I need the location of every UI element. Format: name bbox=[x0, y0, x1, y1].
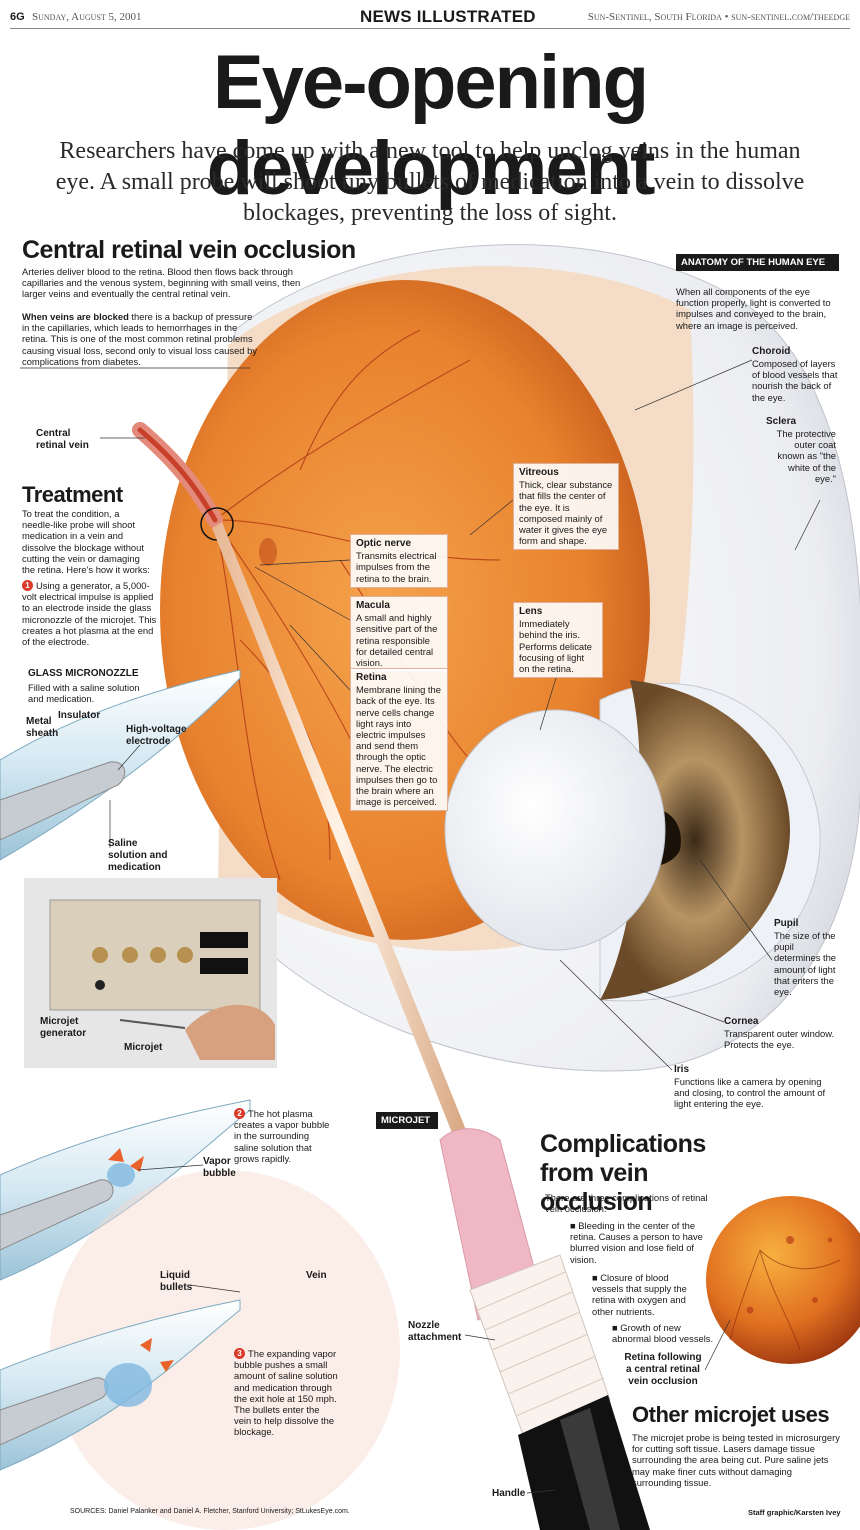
vitreous-title: Vitreous bbox=[519, 467, 559, 478]
staff-credit: Staff graphic/Karsten Ivey bbox=[748, 1508, 841, 1517]
macula-title: Macula bbox=[356, 600, 390, 611]
headline: Eye-opening development bbox=[206, 40, 656, 211]
choroid-callout: Choroid Composed of layers of blood vess… bbox=[752, 346, 840, 403]
metal-sheath-label: Metal sheath bbox=[26, 716, 59, 739]
macula-callout: Macula A small and highly sensitive part… bbox=[350, 596, 448, 673]
step-2-number: 2 bbox=[234, 1108, 245, 1119]
liquid-bullets-label: Liquid bullets bbox=[160, 1270, 193, 1293]
complication-item-1: ■ Bleeding in the center of the retina. … bbox=[570, 1220, 703, 1265]
vitreous-text: Thick, clear substance that fills the ce… bbox=[519, 479, 613, 547]
cornea-text: Transparent outer window. Protects the e… bbox=[724, 1028, 835, 1051]
deck: Researchers have come up with a new tool… bbox=[55, 138, 805, 226]
retina-text: Membrane lining the back of the eye. Its… bbox=[356, 684, 441, 808]
sclera-callout: Sclera The protective outer coat known a… bbox=[766, 416, 836, 484]
step-3-text: The expanding vapor bubble pushes a smal… bbox=[234, 1348, 338, 1438]
choroid-title: Choroid bbox=[752, 346, 791, 357]
pupil-callout: Pupil The size of the pupil determines t… bbox=[774, 918, 840, 997]
publication-date: Sunday, August 5, 2001 bbox=[32, 11, 142, 23]
complication-item-2: ■ Closure of blood vessels that supply t… bbox=[592, 1272, 687, 1317]
central-retinal-vein-label: Central retinal vein bbox=[36, 428, 89, 451]
iris-text: Functions like a camera by opening and c… bbox=[674, 1076, 826, 1110]
generator-label: Microjet generator bbox=[40, 1016, 87, 1039]
treatment-intro: To treat the condition, a needle-like pr… bbox=[22, 508, 150, 576]
nozzle-attachment-label: Nozzle attachment bbox=[408, 1320, 462, 1343]
retina-callout: Retina Membrane lining the back of the e… bbox=[350, 668, 448, 812]
choroid-text: Composed of layers of blood vessels that… bbox=[752, 358, 838, 403]
micronozzle-title: GLASS MICRONOZZLE bbox=[28, 668, 139, 679]
retina-title: Retina bbox=[356, 672, 387, 683]
complication-item-3-text: Growth of new abnormal blood vessels. bbox=[612, 1322, 714, 1345]
cornea-title: Cornea bbox=[724, 1016, 759, 1027]
anatomy-tag: ANATOMY OF THE HUMAN EYE bbox=[676, 254, 839, 271]
iris-callout: Iris Functions like a camera by opening … bbox=[674, 1064, 830, 1110]
publication-source: Sun-Sentinel, South Florida • sun-sentin… bbox=[587, 11, 850, 23]
microjet-tag: MICROJET bbox=[376, 1112, 438, 1129]
micronozzle-desc: Filled with a saline solution and medica… bbox=[28, 682, 140, 705]
sclera-title: Sclera bbox=[766, 416, 797, 427]
complication-item-1-text: Bleeding in the center of the retina. Ca… bbox=[570, 1220, 703, 1265]
crvo-paragraph-1: Arteries deliver blood to the retina. Bl… bbox=[22, 266, 301, 300]
pupil-text: The size of the pupil determines the amo… bbox=[774, 930, 837, 998]
lens-title: Lens bbox=[519, 606, 543, 617]
optic-nerve-text: Transmits electrical impulses from the r… bbox=[356, 550, 437, 584]
step-3-number: 3 bbox=[234, 1348, 245, 1359]
lens-callout: Lens Immediately behind the iris. Perfor… bbox=[513, 602, 603, 679]
lens-text: Immediately behind the iris. Performs de… bbox=[519, 618, 592, 675]
other-uses-title: Other microjet uses bbox=[632, 1402, 830, 1427]
iris-title: Iris bbox=[674, 1064, 690, 1075]
macula-text: A small and highly sensitive part of the… bbox=[356, 612, 438, 669]
crvo-title: Central retinal vein occlusion bbox=[22, 236, 356, 264]
page-number: 6G bbox=[10, 11, 25, 23]
anatomy-intro: When all components of the eye function … bbox=[676, 286, 831, 331]
step-1-number: 1 bbox=[22, 580, 33, 591]
complications-title: Complications from vein occlusion bbox=[540, 1130, 706, 1216]
cornea-callout: Cornea Transparent outer window. Protect… bbox=[724, 1016, 840, 1050]
vapor-bubble-label: Vapor bubble bbox=[203, 1156, 236, 1179]
folio-bar: 6G Sunday, August 5, 2001 NEWS ILLUSTRAT… bbox=[10, 6, 850, 29]
vitreous-callout: Vitreous Thick, clear substance that fil… bbox=[513, 463, 619, 551]
crvo-paragraph-2: When veins are blocked there is a backup… bbox=[22, 311, 262, 367]
handle-label: Handle bbox=[492, 1488, 526, 1499]
complication-item-3: ■ Growth of new abnormal blood vessels. bbox=[612, 1322, 714, 1345]
treatment-title: Treatment bbox=[22, 482, 123, 507]
sources-note: SOURCES: Daniel Palanker and Daniel A. F… bbox=[70, 1508, 350, 1515]
step-1-text: Using a generator, a 5,000-volt electric… bbox=[22, 580, 157, 648]
optic-nerve-callout: Optic nerve Transmits electrical impulse… bbox=[350, 534, 448, 588]
crvo-text: there is a backup of pressure in the cap… bbox=[22, 311, 258, 367]
microjet-photo-label: Microjet bbox=[124, 1042, 163, 1053]
retina-occlusion-caption: Retina following a central retinal vein … bbox=[624, 1352, 702, 1387]
other-uses-text: The microjet probe is being tested in mi… bbox=[632, 1432, 840, 1488]
insulator-label: Insulator bbox=[58, 710, 101, 721]
sclera-text: The protective outer coat known as "the … bbox=[776, 428, 836, 484]
electrode-label: High-voltage electrode bbox=[126, 724, 187, 747]
vein-label: Vein bbox=[306, 1270, 327, 1281]
section-name: NEWS ILLUSTRATED bbox=[360, 7, 536, 26]
pupil-title: Pupil bbox=[774, 918, 799, 929]
crvo-lead: When veins are blocked bbox=[22, 311, 129, 322]
complication-item-2-text: Closure of blood vessels that supply the… bbox=[592, 1272, 687, 1317]
optic-nerve-title: Optic nerve bbox=[356, 538, 412, 549]
saline-label: Saline solution and medication bbox=[108, 838, 168, 873]
step-2-text: The hot plasma creates a vapor bubble in… bbox=[234, 1108, 330, 1164]
complications-intro: There are three complications of retinal… bbox=[545, 1192, 708, 1215]
